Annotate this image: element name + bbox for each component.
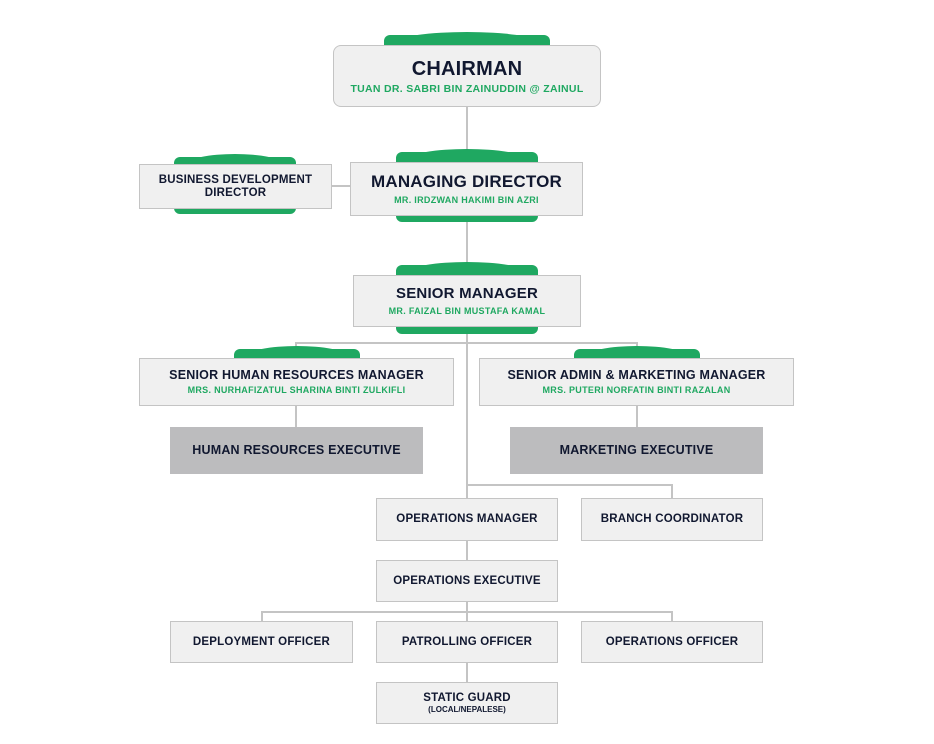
deployment-officer-box: DEPLOYMENT OFFICER [170, 621, 353, 663]
managing-director-box: MANAGING DIRECTOR MR. IRDZWAN HAKIMI BIN… [350, 162, 583, 216]
business-development-box: BUSINESS DEVELOPMENT DIRECTOR [139, 164, 332, 209]
patrolling-officer-box: PATROLLING OFFICER [376, 621, 558, 663]
chairman-box: CHAIRMAN TUAN DR. SABRI BIN ZAINUDDIN @ … [333, 45, 601, 107]
patrolling-officer-title: PATROLLING OFFICER [401, 635, 533, 648]
deployment-officer-title: DEPLOYMENT OFFICER [192, 635, 331, 648]
senior-hr-manager-box: SENIOR HUMAN RESOURCES MANAGER MRS. NURH… [139, 358, 454, 406]
hr-executive-box: HUMAN RESOURCES EXECUTIVE [170, 427, 423, 474]
static-guard-note: (LOCAL/NEPALESE) [428, 705, 506, 715]
senior-admin-marketing-manager-name: MRS. PUTERI NORFATIN BINTI RAZALAN [542, 385, 731, 396]
operations-officer-title: OPERATIONS OFFICER [605, 635, 739, 648]
branch-coordinator-title: BRANCH COORDINATOR [600, 513, 744, 526]
branch-coordinator-box: BRANCH COORDINATOR [581, 498, 763, 541]
senior-admin-marketing-manager-box: SENIOR ADMIN & MARKETING MANAGER MRS. PU… [479, 358, 794, 406]
senior-admin-marketing-manager-title: SENIOR ADMIN & MARKETING MANAGER [507, 367, 766, 382]
marketing-executive-title: MARKETING EXECUTIVE [559, 442, 714, 457]
operations-manager-title: OPERATIONS MANAGER [396, 513, 538, 526]
static-guard-box: STATIC GUARD (LOCAL/NEPALESE) [376, 682, 558, 724]
chairman-title: CHAIRMAN [411, 57, 523, 80]
marketing-executive-box: MARKETING EXECUTIVE [510, 427, 763, 474]
chairman-name: TUAN DR. SABRI BIN ZAINUDDIN @ ZAINUL [350, 82, 584, 95]
connector-spine-bc [467, 484, 673, 498]
managing-director-name: MR. IRDZWAN HAKIMI BIN AZRI [394, 194, 539, 205]
senior-manager-title: SENIOR MANAGER [396, 285, 538, 303]
senior-manager-box: SENIOR MANAGER MR. FAIZAL BIN MUSTAFA KA… [353, 275, 581, 327]
senior-hr-manager-name: MRS. NURHAFIZATUL SHARINA BINTI ZULKIFLI [187, 385, 406, 396]
hr-executive-title: HUMAN RESOURCES EXECUTIVE [192, 442, 401, 457]
business-development-title-line1: BUSINESS DEVELOPMENT [158, 173, 313, 186]
senior-hr-manager-title: SENIOR HUMAN RESOURCES MANAGER [169, 367, 424, 382]
operations-executive-box: OPERATIONS EXECUTIVE [376, 560, 558, 602]
managing-director-title: MANAGING DIRECTOR [370, 172, 563, 192]
connector-officers [261, 611, 673, 621]
operations-executive-title: OPERATIONS EXECUTIVE [393, 574, 541, 587]
operations-officer-box: OPERATIONS OFFICER [581, 621, 763, 663]
static-guard-title: STATIC GUARD [423, 691, 511, 704]
business-development-title-line2: DIRECTOR [204, 186, 267, 199]
senior-manager-name: MR. FAIZAL BIN MUSTAFA KAMAL [388, 305, 546, 316]
operations-manager-box: OPERATIONS MANAGER [376, 498, 558, 541]
